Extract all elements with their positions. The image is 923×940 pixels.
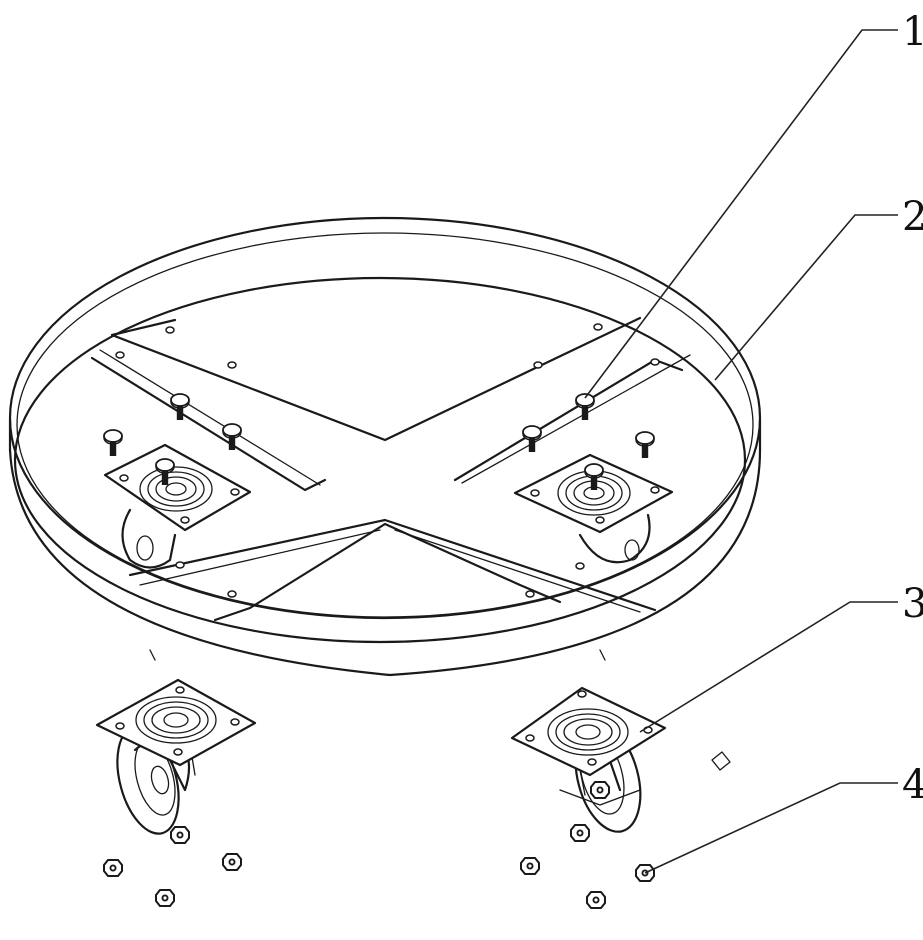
callout-labels: 1 2 3 4 — [902, 9, 923, 808]
caster-left — [95, 678, 257, 835]
leader-lines — [584, 29, 898, 874]
nuts — [103, 824, 655, 909]
callout-2: 2 — [902, 194, 923, 240]
mounted-caster-right — [513, 453, 674, 564]
caster-right — [510, 686, 731, 833]
mounted-caster-left — [103, 443, 252, 569]
callout-3: 3 — [902, 581, 923, 627]
round-tray — [8, 216, 762, 677]
cross-bracket — [90, 316, 691, 622]
callout-1: 1 — [902, 9, 923, 55]
callout-4: 4 — [902, 762, 923, 808]
